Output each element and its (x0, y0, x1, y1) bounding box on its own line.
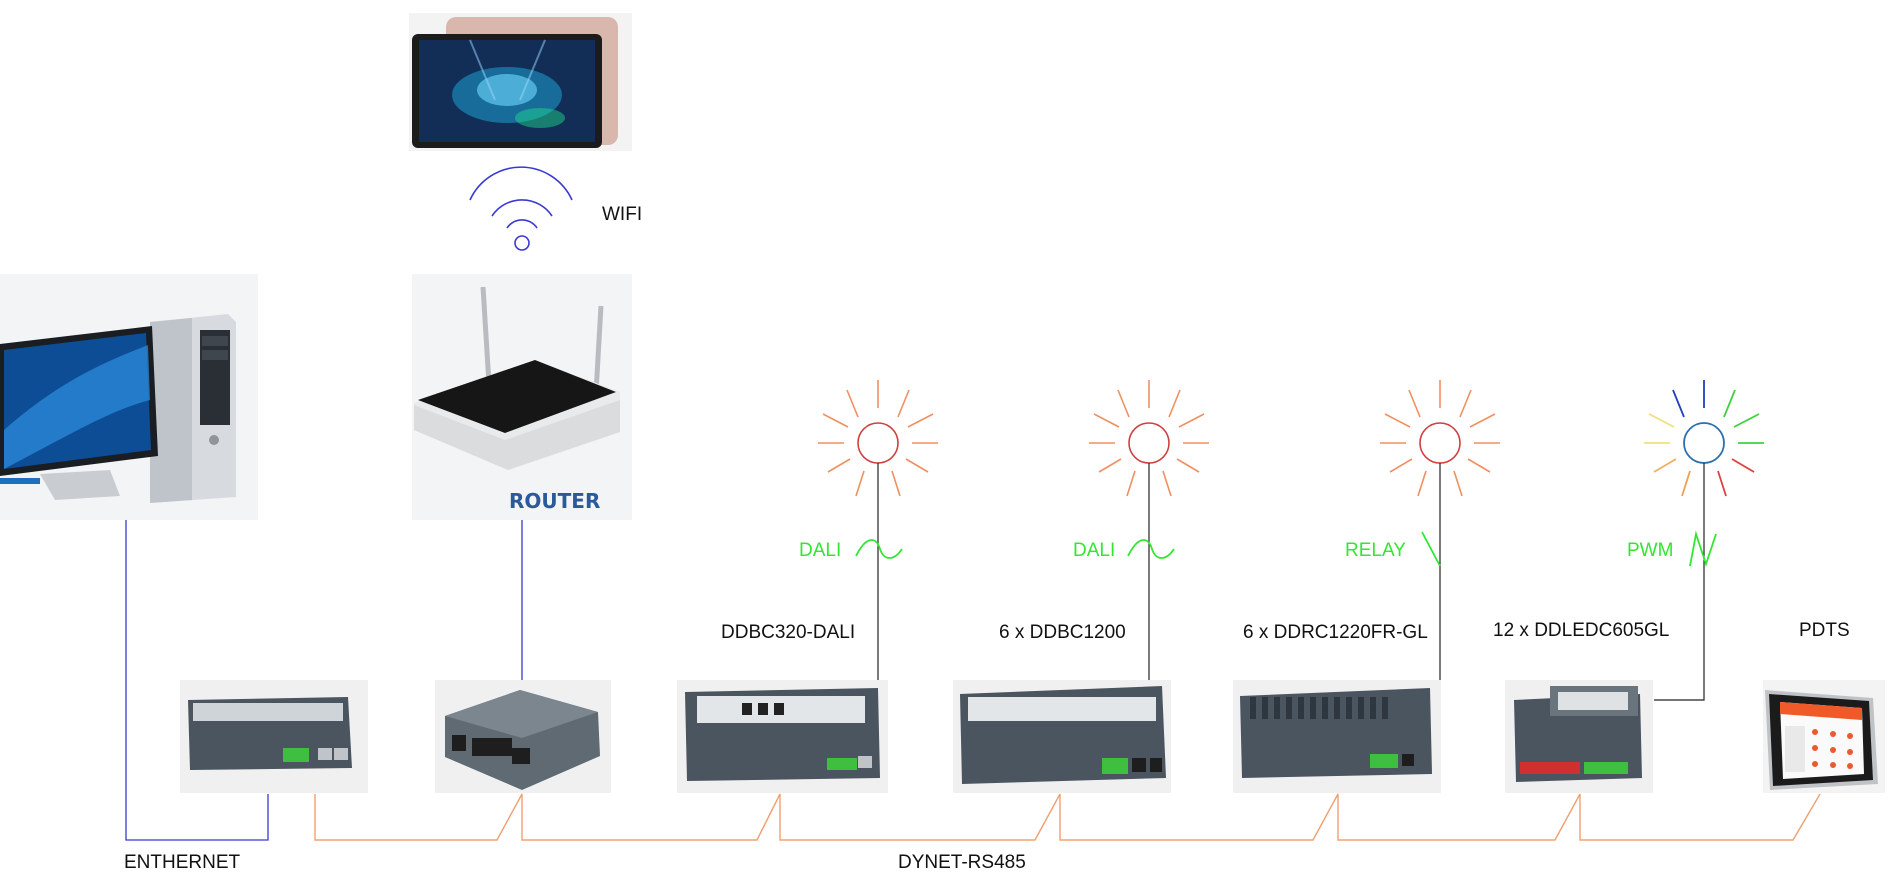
router-icon: ROUTER (412, 274, 632, 520)
ethernet-lines (125, 520, 523, 841)
dali-controller-module (677, 680, 888, 793)
relay-switch-icon (1421, 531, 1441, 567)
rgb-lamp-icon (1644, 380, 1764, 497)
ethernet-label: ENTHERNET (124, 852, 241, 873)
tablet-icon (409, 13, 632, 151)
dali-ballast-controller-module (953, 680, 1171, 793)
lamp-icon-3 (1380, 380, 1500, 497)
lamp-icon-2 (1089, 380, 1209, 497)
signal-label-dali-2: DALI (1073, 540, 1116, 561)
signal-label-relay: RELAY (1345, 540, 1406, 561)
dali-wave-icon-1 (855, 539, 903, 559)
lamp-icon-1 (818, 380, 938, 497)
wifi-label: WIFI (602, 204, 643, 225)
dali-wave-icon-2 (1127, 539, 1175, 559)
lamp-feed-lines (877, 490, 1705, 701)
signal-label-pwm: PWM (1627, 540, 1674, 561)
relay-controller-module (1233, 680, 1441, 793)
signal-label-dali-1: DALI (799, 540, 842, 561)
device-label-1: DDBC320-DALI (721, 622, 856, 643)
device-label-3: 6 x DDRC1220FR-GL (1243, 622, 1428, 643)
computer-icon (0, 274, 258, 520)
router-logo: ROUTER (509, 489, 600, 513)
device-label-4: 12 x DDLEDC605GL (1493, 620, 1670, 641)
device-label-5: PDTS (1799, 620, 1850, 641)
pwm-wave-icon (1689, 530, 1717, 567)
touch-panel-icon (1763, 680, 1885, 793)
device-label-2: 6 x DDBC1200 (999, 622, 1126, 643)
bus-line (314, 793, 1821, 841)
bus-label: DYNET-RS485 (898, 852, 1026, 873)
ethernet-gateway-module (180, 680, 368, 793)
network-bridge-module (435, 680, 611, 793)
wifi-icon (469, 166, 573, 251)
led-controller-module (1505, 680, 1653, 793)
